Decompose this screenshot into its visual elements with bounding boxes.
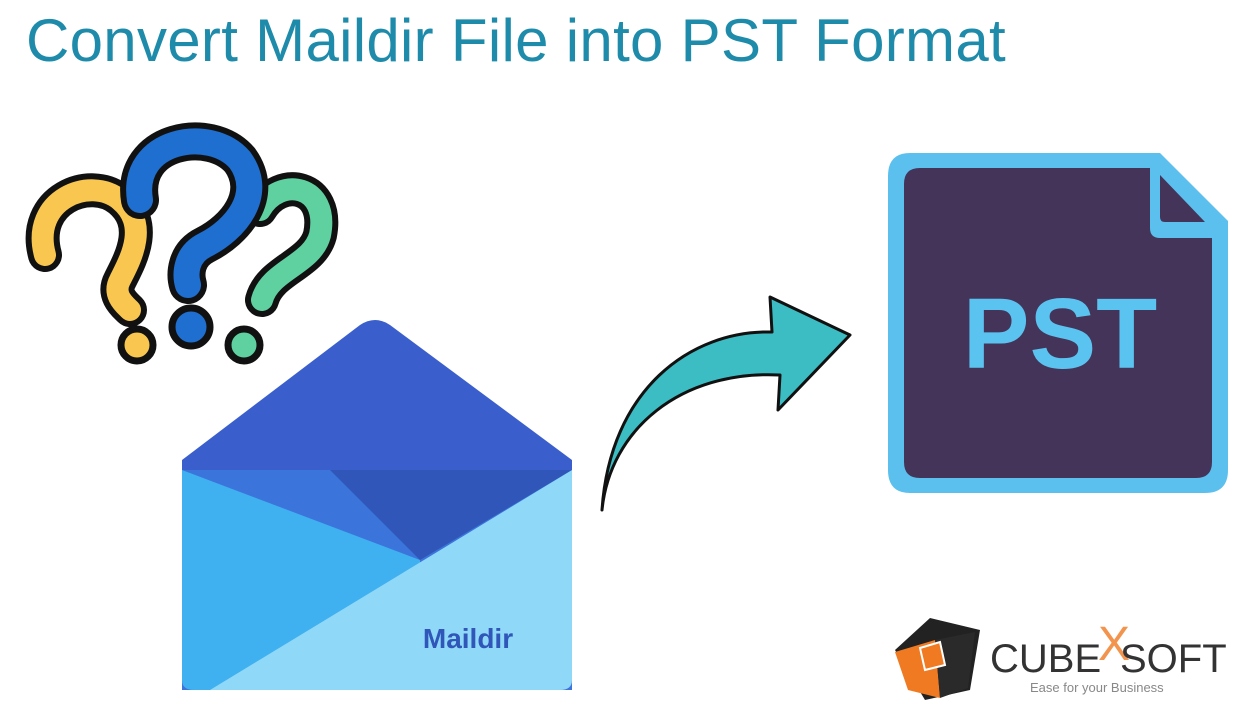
- page-title: Convert Maildir File into PST Format: [26, 7, 1006, 74]
- logo-name-x: X: [1098, 618, 1130, 671]
- pst-file-icon: PST: [888, 153, 1228, 493]
- cubexsoft-logo: CUBE X SOFT Ease for your Business: [895, 618, 1227, 700]
- envelope-icon: Maildir: [182, 320, 572, 690]
- envelope-label: Maildir: [423, 623, 513, 654]
- logo-name-a: CUBE: [990, 637, 1101, 681]
- cube-logo-icon: [895, 618, 980, 700]
- logo-tagline: Ease for your Business: [1030, 680, 1164, 695]
- question-marks-icon: [25, 122, 339, 365]
- curved-arrow-icon: [600, 295, 852, 512]
- pst-label: PST: [963, 278, 1157, 390]
- logo-name-b: SOFT: [1120, 637, 1227, 681]
